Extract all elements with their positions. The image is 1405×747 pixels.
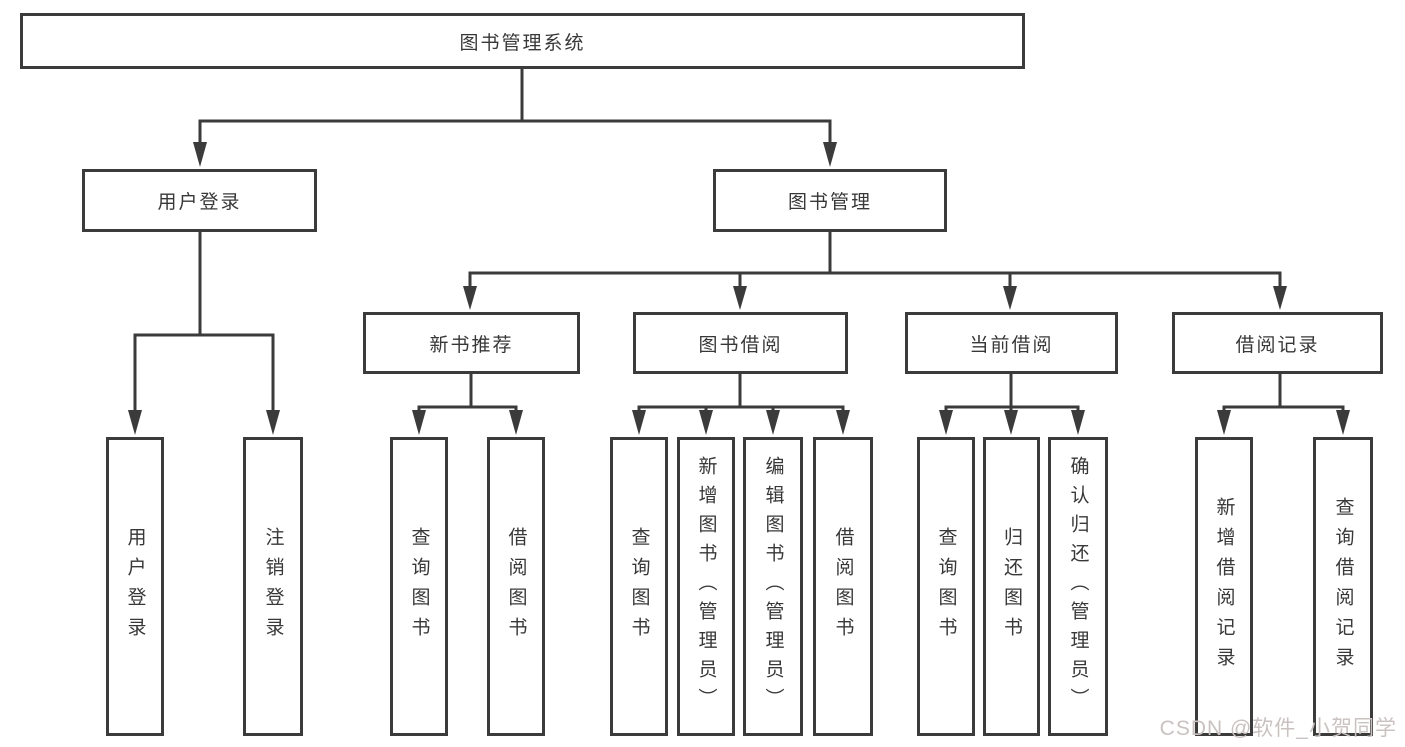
node-borrow-records: 借阅记录 — [1172, 312, 1383, 374]
arrowheads — [128, 142, 1350, 435]
leaf-return-books: 归还图书 — [983, 437, 1040, 736]
node-library-system: 图书管理系统 — [20, 13, 1025, 69]
csdn-watermark: CSDN @软件_小贺同学 — [1159, 717, 1397, 740]
leaf-logout: 注销登录 — [243, 437, 303, 736]
leaf-query-books-recommend: 查询图书 — [390, 437, 448, 736]
leaf-confirm-return-admin: 确认归还（管理员） — [1048, 437, 1108, 736]
node-book-management: 图书管理 — [713, 169, 947, 232]
leaf-borrow-books-recommend: 借阅图书 — [487, 437, 545, 736]
node-current-borrow: 当前借阅 — [905, 312, 1118, 374]
node-new-book-recommend: 新书推荐 — [363, 312, 580, 374]
leaf-edit-book-admin: 编辑图书（管理员） — [743, 437, 803, 736]
node-book-borrow: 图书借阅 — [633, 312, 848, 374]
leaf-query-books-current: 查询图书 — [917, 437, 975, 736]
leaf-add-book-admin: 新增图书（管理员） — [677, 437, 735, 736]
node-user-login: 用户登录 — [82, 169, 317, 232]
leaf-borrow-books: 借阅图书 — [813, 437, 873, 736]
leaf-add-borrow-record: 新增借阅记录 — [1195, 437, 1253, 736]
leaf-user-login: 用户登录 — [106, 437, 164, 736]
leaf-query-books-borrow: 查询图书 — [610, 437, 668, 736]
leaf-query-borrow-record: 查询借阅记录 — [1313, 437, 1373, 736]
